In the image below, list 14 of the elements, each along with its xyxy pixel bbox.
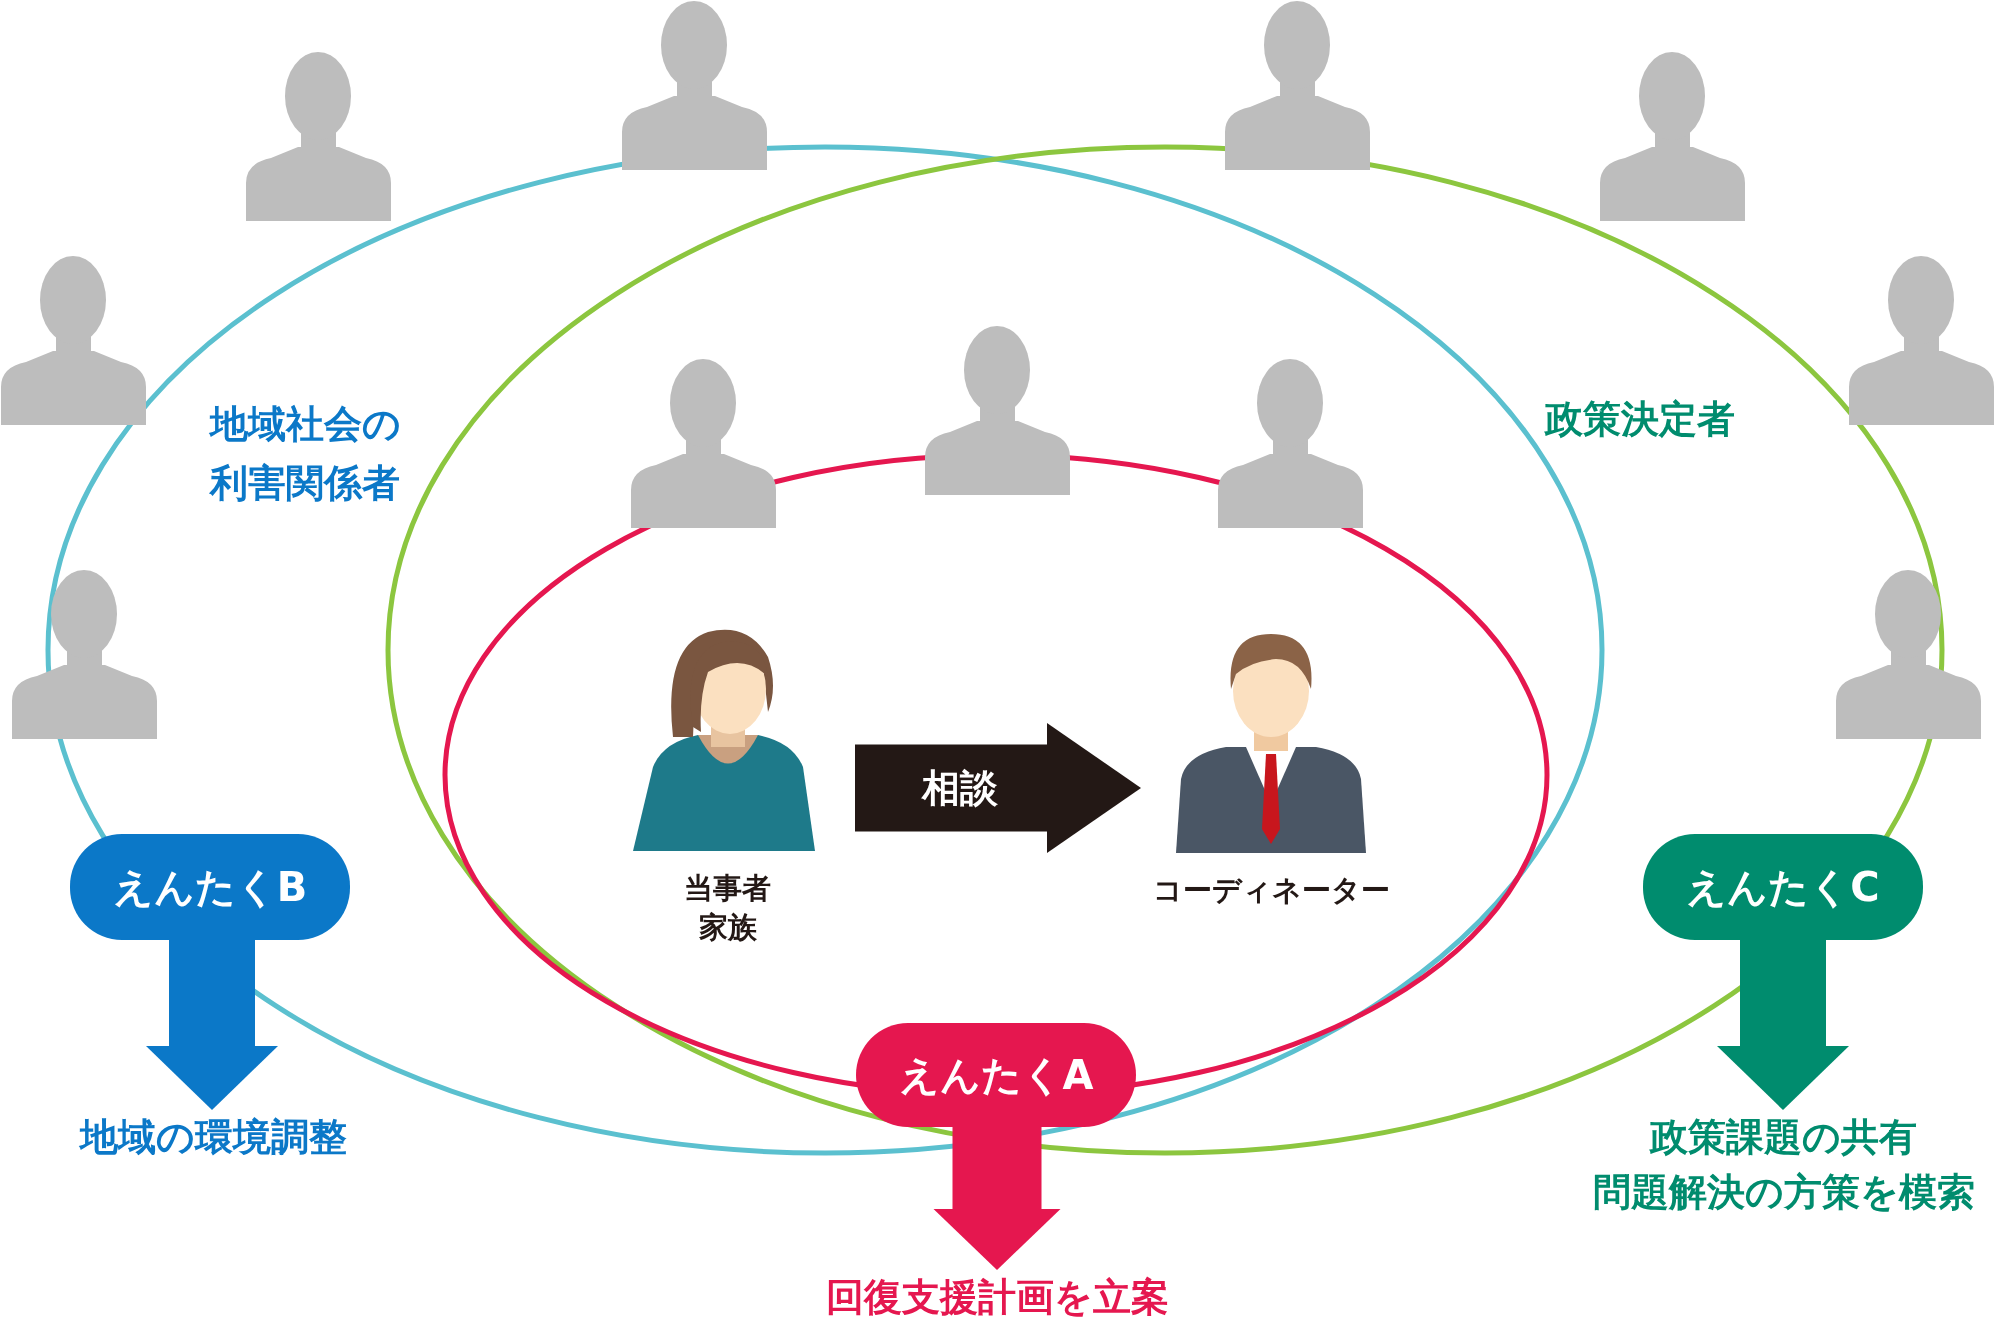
arrow bbox=[855, 723, 1141, 853]
group-badge: えんたくB bbox=[70, 834, 350, 940]
person-name: 家族 bbox=[697, 909, 758, 947]
group-badge: えんたくA bbox=[856, 1023, 1136, 1127]
person-name: コーディネーター bbox=[1151, 872, 1391, 909]
outcome-text: 問題解決の方策を模索 bbox=[1591, 1169, 1976, 1217]
outcome-text: 政策課題の共有 bbox=[1648, 1114, 1918, 1161]
group-label: 政策決定者 bbox=[1545, 396, 1736, 443]
edge-label: 相談 bbox=[920, 765, 999, 812]
person-name: 当事者 bbox=[683, 870, 772, 907]
group-badge: えんたくC bbox=[1643, 834, 1923, 940]
outcome-text: 地域の環境調整 bbox=[78, 1114, 348, 1161]
outcome-text: 回復支援計画を立案 bbox=[824, 1274, 1170, 1321]
group-label: 地域社会の利害関係者 bbox=[210, 401, 402, 507]
